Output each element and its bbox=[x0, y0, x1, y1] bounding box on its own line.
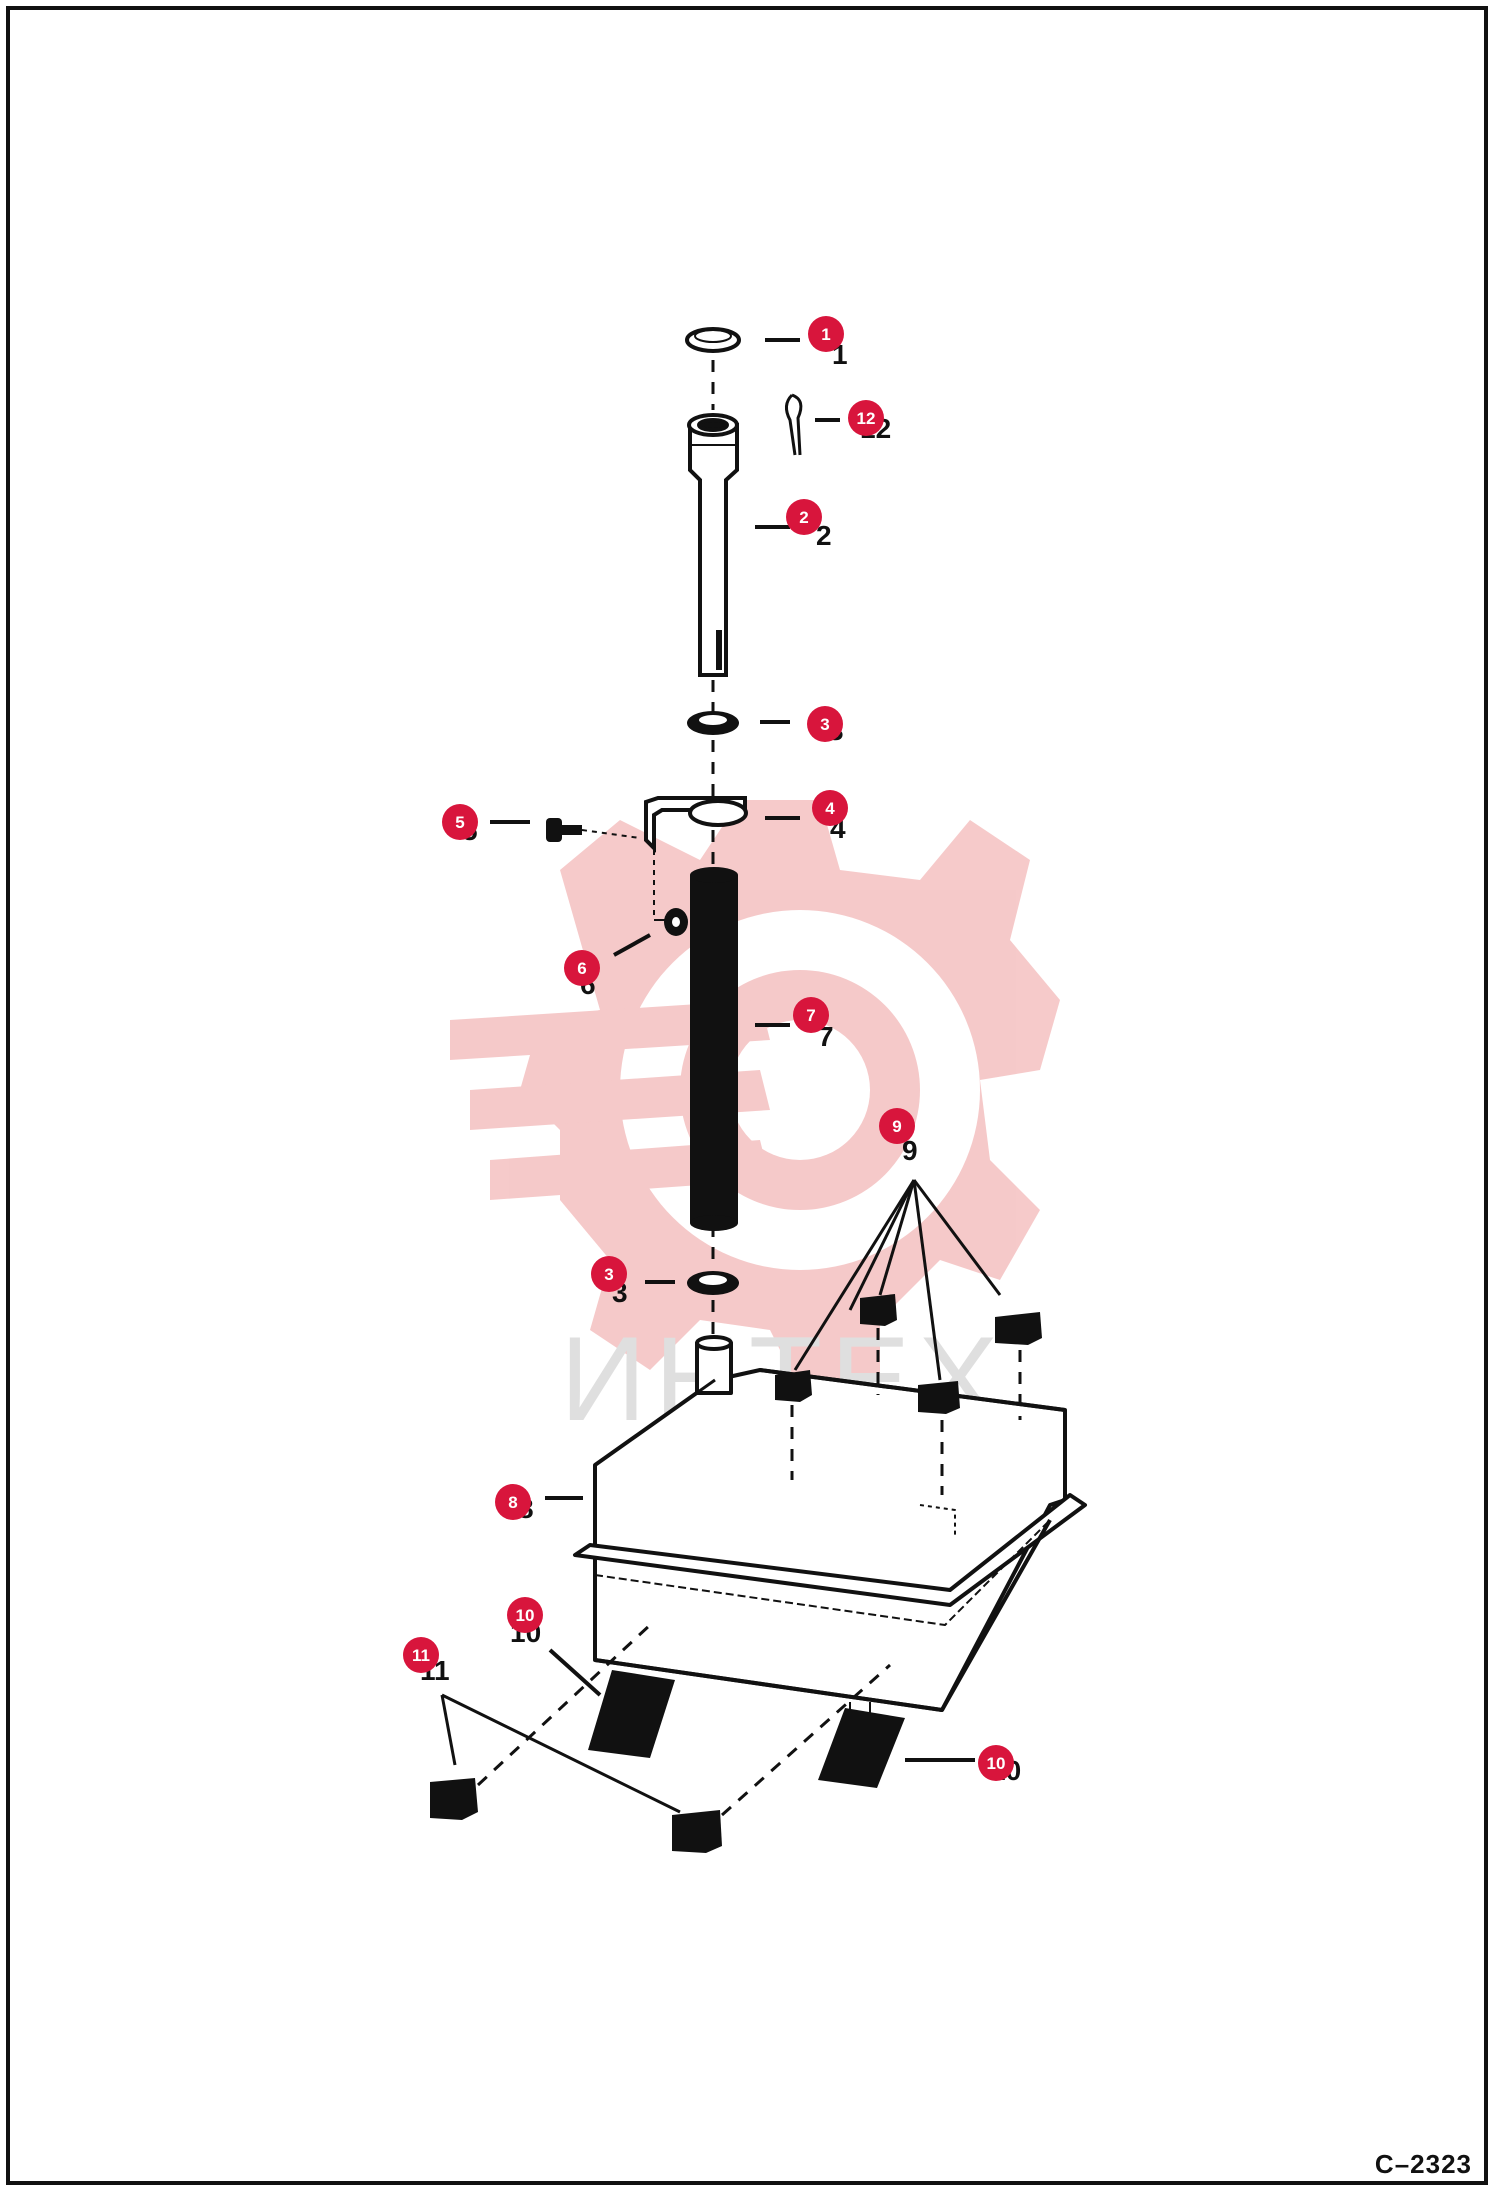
callout-6[interactable]: 6 bbox=[564, 950, 600, 986]
svg-text:3: 3 bbox=[820, 715, 829, 734]
svg-text:8: 8 bbox=[508, 1493, 517, 1512]
part-8-fuel-tank bbox=[573, 1335, 1087, 1712]
svg-text:2: 2 bbox=[799, 508, 808, 527]
callout-7[interactable]: 7 bbox=[793, 997, 829, 1033]
part-5-bolt bbox=[546, 818, 641, 842]
svg-text:7: 7 bbox=[806, 1006, 815, 1025]
part-7-hose bbox=[690, 867, 738, 1231]
svg-text:5: 5 bbox=[455, 813, 464, 832]
svg-text:12: 12 bbox=[857, 409, 876, 428]
callout-11[interactable]: 11 bbox=[403, 1637, 439, 1673]
drawing-code: C–2323 bbox=[1374, 2149, 1472, 2179]
part-11-bottom-feet bbox=[430, 1623, 891, 1853]
leader-lines bbox=[490, 338, 975, 1762]
watermark-logo: ИНТЕХ bbox=[450, 800, 1060, 1446]
callout-4[interactable]: 4 bbox=[812, 790, 848, 826]
callout-2[interactable]: 2 bbox=[786, 499, 822, 535]
part-10-bottom-strips bbox=[588, 1670, 905, 1788]
svg-text:4: 4 bbox=[825, 799, 835, 818]
svg-text:10: 10 bbox=[516, 1606, 535, 1625]
part-9-top-pads bbox=[775, 1179, 1042, 1495]
part-1-cap bbox=[685, 327, 741, 353]
callout-badges: 1 12 2 3 4 5 6 7 9 3 8 10 11 10 bbox=[403, 316, 1014, 1781]
svg-text:6: 6 bbox=[577, 959, 586, 978]
callout-3-lower[interactable]: 3 bbox=[591, 1256, 627, 1292]
callout-12[interactable]: 12 bbox=[848, 400, 884, 436]
svg-text:1: 1 bbox=[821, 325, 830, 344]
callout-9[interactable]: 9 bbox=[879, 1108, 915, 1144]
svg-text:11: 11 bbox=[412, 1646, 430, 1665]
callout-5[interactable]: 5 bbox=[442, 804, 478, 840]
part-4-bracket bbox=[644, 796, 748, 853]
part-number-label: 9 bbox=[902, 1135, 918, 1166]
part-6-nut bbox=[653, 850, 688, 936]
part-number-label: 2 bbox=[816, 520, 832, 551]
callout-1[interactable]: 1 bbox=[808, 316, 844, 352]
part-3-grommet-lower bbox=[687, 1271, 739, 1295]
part-2-filler-tube bbox=[687, 413, 739, 677]
callout-10-left[interactable]: 10 bbox=[507, 1597, 543, 1633]
svg-text:3: 3 bbox=[604, 1265, 613, 1284]
callout-10-right[interactable]: 10 bbox=[978, 1745, 1014, 1781]
callout-3-upper[interactable]: 3 bbox=[807, 706, 843, 742]
drawing-frame bbox=[6, 6, 1488, 2185]
svg-text:10: 10 bbox=[987, 1754, 1006, 1773]
callout-8[interactable]: 8 bbox=[495, 1484, 531, 1520]
part-12-clip bbox=[785, 393, 803, 456]
part-3-grommet-upper bbox=[687, 711, 739, 735]
svg-text:9: 9 bbox=[892, 1117, 901, 1136]
